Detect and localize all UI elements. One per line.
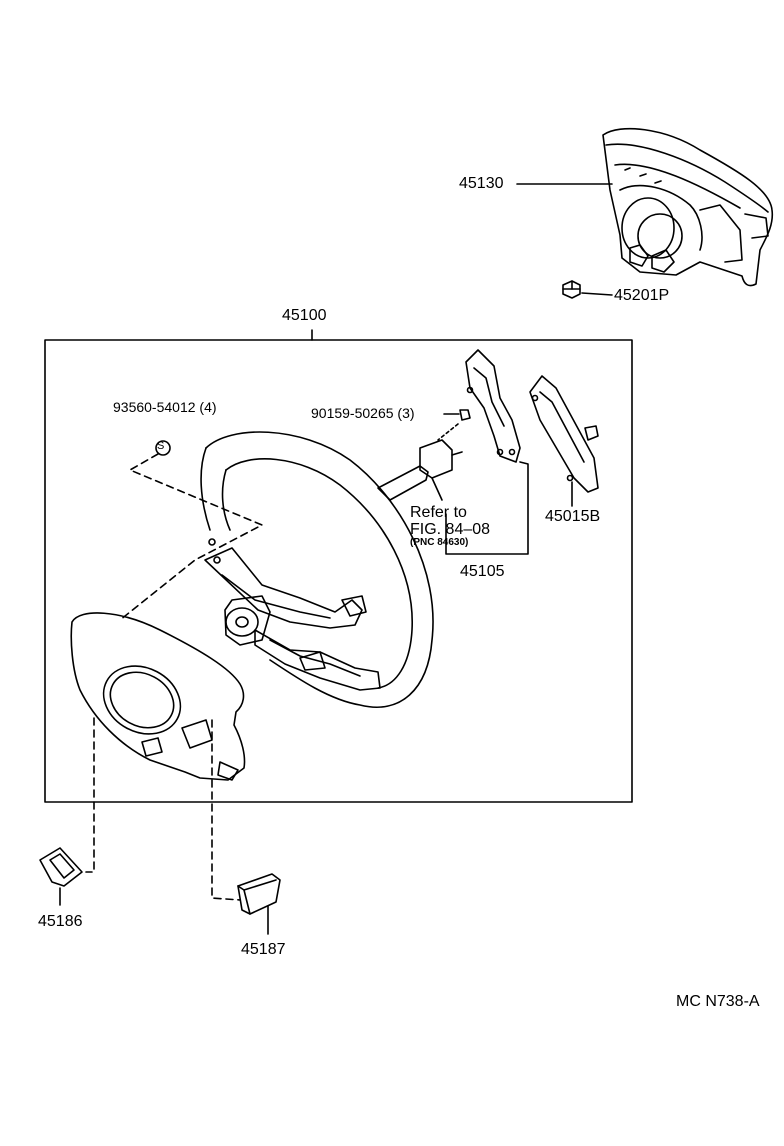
clip-45186 xyxy=(40,848,82,905)
part-number-45201p: 45201P xyxy=(614,287,670,304)
assembly-frame-45100 xyxy=(45,330,632,802)
switch-45015b xyxy=(530,376,598,492)
cruise-switch xyxy=(378,440,462,500)
lower-cover xyxy=(71,613,244,780)
part-number-45105: 45105 xyxy=(460,563,505,580)
figure-code: MC N738-A xyxy=(676,993,760,1010)
screw-90159 xyxy=(438,410,470,440)
part-number-45187: 45187 xyxy=(241,941,286,958)
part-number-93560: 93560-54012 (4) xyxy=(113,399,217,415)
leader-45105 xyxy=(446,462,528,554)
refer-to-line1: Refer to xyxy=(410,504,467,521)
cover-45187 xyxy=(238,874,280,934)
refer-to-line2: FIG. 84–08 xyxy=(410,521,491,538)
screw-symbol-label: S xyxy=(157,440,165,452)
part-number-45130: 45130 xyxy=(459,175,504,192)
part-number-45186: 45186 xyxy=(38,913,83,930)
leader-45201p xyxy=(582,293,612,295)
bracket-45105 xyxy=(466,350,520,462)
nut-45201p xyxy=(563,281,580,298)
part-number-45015b: 45015B xyxy=(545,508,601,525)
refer-to-line3: (PNC 84630) xyxy=(410,537,469,548)
screw-symbol-circle xyxy=(156,441,170,455)
part-number-90159: 90159-50265 (3) xyxy=(311,405,415,421)
part-number-45100: 45100 xyxy=(282,307,327,324)
steering-wheel xyxy=(201,432,433,707)
horn-pad-assembly xyxy=(603,129,772,286)
dashed-leaders xyxy=(86,454,262,900)
